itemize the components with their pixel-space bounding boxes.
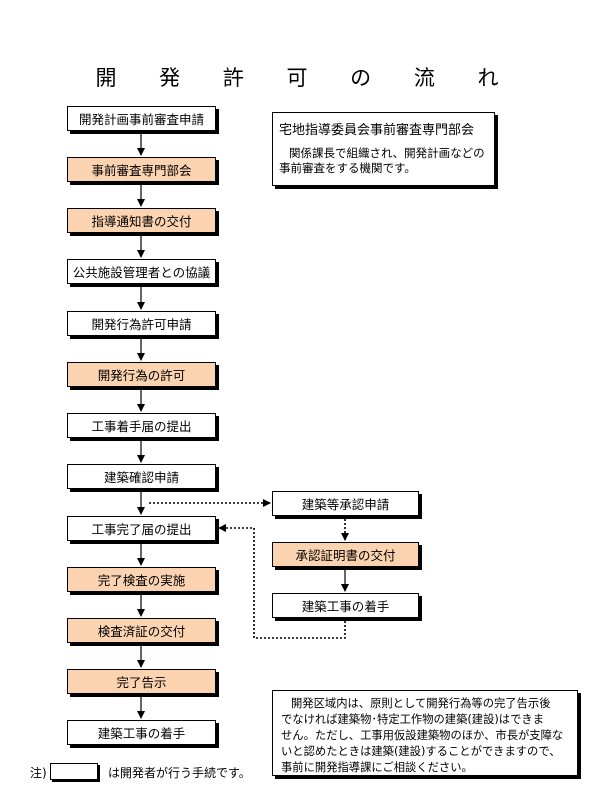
legend-text: は開発者が行う手続です。 [108, 766, 251, 780]
side-step-2: 承認証明書の交付 [272, 542, 419, 567]
dotted-branch-back [218, 524, 346, 639]
notice-box: 開発区域内は、原則として開発行為等の完了告示後 でなければ建築物･特定工作物の建… [272, 690, 578, 776]
flow-step-4: 公共施設管理者との協議 [67, 259, 216, 284]
notice-line-3: せん。ただし、工事用仮設建築物のほか、市長が支障な [281, 729, 564, 742]
flow-step-13: 建築工事の着手 [67, 720, 216, 745]
notice-line-5: 事前に開発指導課にご相談ください。 [281, 761, 473, 774]
flow-step-8: 建築確認申請 [67, 464, 216, 489]
flow-step-11: 検査済証の交付 [67, 618, 216, 643]
notice-line-2: でなければ建築物･特定工作物の建築(建設)はできま [281, 713, 544, 726]
notice-line-1: 開発区域内は、原則として開発行為等の完了告示後 [291, 697, 551, 710]
flow-step-5: 開発行為許可申請 [67, 311, 216, 336]
notice-line-4: いと認めたときは建築(建設)することができますので、 [281, 745, 561, 758]
committee-info-box: 宅地指導委員会事前審査専門部会 関係課長で組織され、開発計画などの事前審査をする… [272, 112, 495, 186]
side-step-3: 建築工事の着手 [272, 593, 419, 618]
flow-step-1: 開発計画事前審査申請 [67, 106, 216, 131]
side-step-1: 建築等承認申請 [272, 491, 419, 516]
committee-info-body: 関係課長で組織され、開発計画などの事前審査をする機関です。 [279, 146, 485, 175]
committee-info-heading: 宅地指導委員会事前審査専門部会 [279, 123, 475, 138]
flow-step-7: 工事着手届の提出 [67, 413, 216, 438]
flow-step-3: 指導通知書の交付 [67, 208, 216, 233]
page-title: 開 発 許 可 の 流 れ [95, 66, 517, 90]
legend-prefix: 注) [30, 766, 47, 780]
flow-step-10: 完了検査の実施 [67, 567, 216, 592]
flow-step-9: 工事完了届の提出 [67, 516, 216, 541]
flow-step-6: 開発行為の許可 [67, 362, 216, 387]
flow-step-12: 完了告示 [67, 669, 216, 694]
legend-white-box-sample [50, 763, 98, 780]
flow-step-2: 事前審査専門部会 [67, 157, 216, 182]
